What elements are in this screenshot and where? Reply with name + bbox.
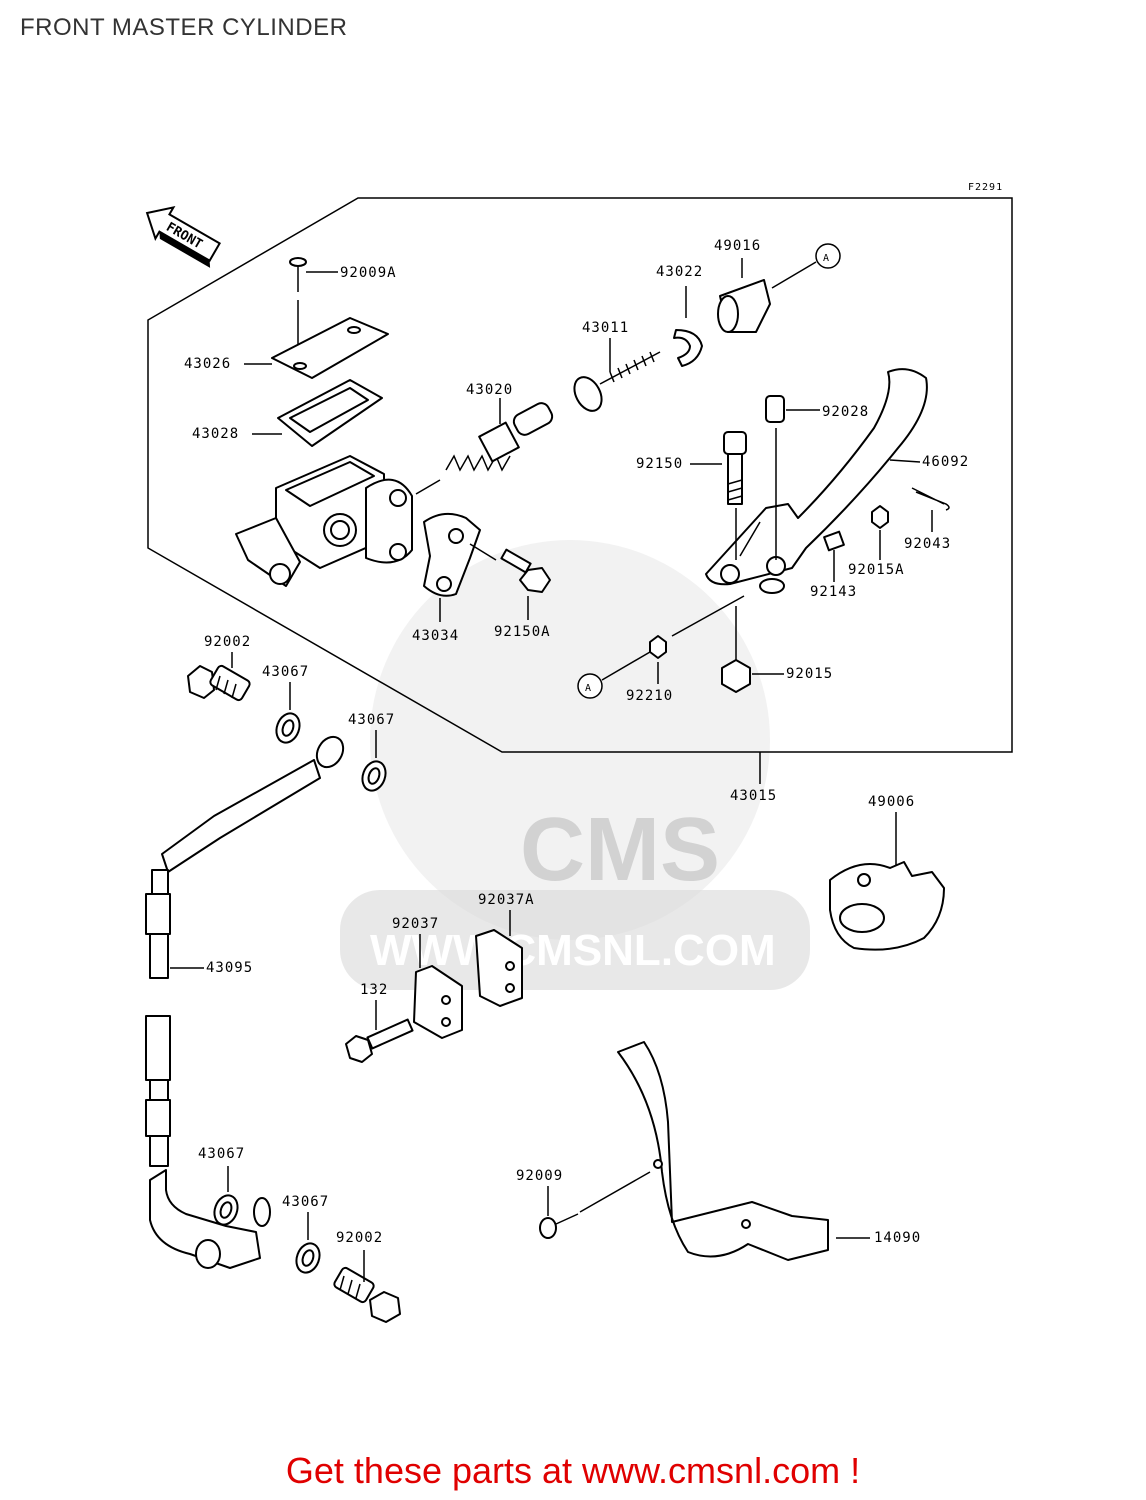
push-rod-43011 <box>573 338 661 412</box>
brake-lever-46092 <box>705 368 928 586</box>
spacer-92143 <box>823 530 845 582</box>
bolt-132 <box>345 1000 414 1063</box>
label-92002-top: 92002 <box>204 634 251 650</box>
label-43095: 43095 <box>206 960 253 976</box>
page-title: FRONT MASTER CYLINDER <box>20 14 348 41</box>
label-92037: 92037 <box>392 916 439 932</box>
watermark-url: WWW.CMSNL.COM <box>370 926 776 975</box>
label-43067-c: 43067 <box>198 1146 245 1162</box>
figure-code: F2291 <box>968 182 1003 193</box>
screw-92009 <box>539 1171 651 1239</box>
washer-43067-b <box>361 730 387 792</box>
cotter-pin-92043 <box>911 487 950 532</box>
circlip-43022 <box>673 329 703 367</box>
label-43011: 43011 <box>582 320 629 336</box>
label-92210: 92210 <box>626 688 673 704</box>
label-43067-b: 43067 <box>348 712 395 728</box>
label-43026: 43026 <box>184 356 231 372</box>
label-43028: 43028 <box>192 426 239 442</box>
reservoir-cap-43026 <box>271 317 389 379</box>
nut-92015 <box>721 606 784 693</box>
washer-43067-d <box>295 1212 321 1274</box>
label-49016: 49016 <box>714 238 761 254</box>
clamp-43034 <box>423 512 481 622</box>
svg-text:A: A <box>585 683 592 694</box>
label-92015A: 92015A <box>848 562 905 578</box>
washer-43067-c <box>213 1166 239 1226</box>
svg-text:A: A <box>823 253 830 264</box>
label-92028: 92028 <box>822 404 869 420</box>
cover-14090 <box>617 1041 870 1261</box>
label-43015: 43015 <box>730 788 777 804</box>
footer-link[interactable]: Get these parts at www.cmsnl.com ! <box>285 1450 861 1491</box>
clamp-92037 <box>413 934 463 1039</box>
label-43022: 43022 <box>656 264 703 280</box>
label-92009A: 92009A <box>340 265 397 281</box>
parts-diagram: CMS WWW.CMSNL.COM F2291 FRONT <box>145 182 1013 1323</box>
label-46092: 46092 <box>922 454 969 470</box>
label-43034: 43034 <box>412 628 459 644</box>
front-arrow-icon: FRONT <box>145 205 222 268</box>
cms-watermark: CMS WWW.CMSNL.COM <box>340 540 810 990</box>
label-92037A: 92037A <box>478 892 535 908</box>
washer-43067-a <box>275 682 301 744</box>
label-92015: 92015 <box>786 666 833 682</box>
lever-washer <box>759 578 785 594</box>
nut-92015A <box>871 505 889 560</box>
boot-49016 <box>717 258 771 333</box>
ref-marker-a-bottom: A <box>577 673 603 699</box>
label-14090: 14090 <box>874 1230 921 1246</box>
piston-assembly-43020 <box>445 398 554 472</box>
pivot-bolt-92150 <box>690 431 747 560</box>
bolt-92150A <box>500 548 551 620</box>
assembly-boundary <box>147 197 1013 753</box>
master-cylinder-body <box>235 455 413 587</box>
label-43067-a: 43067 <box>262 664 309 680</box>
label-132: 132 <box>360 982 388 998</box>
banjo-bolt-92002-bottom <box>333 1250 401 1323</box>
brake-hose-43095 <box>145 735 345 1269</box>
label-92009: 92009 <box>516 1168 563 1184</box>
label-92150: 92150 <box>636 456 683 472</box>
label-92002-bottom: 92002 <box>336 1230 383 1246</box>
clamp-92037A <box>475 910 523 1007</box>
protector-49006 <box>829 812 945 951</box>
label-92043: 92043 <box>904 536 951 552</box>
banjo-bolt-92002-top <box>187 652 251 702</box>
ref-marker-a-top: A <box>815 243 841 269</box>
label-92143: 92143 <box>810 584 857 600</box>
label-49006: 49006 <box>868 794 915 810</box>
nut-92210 <box>601 635 667 684</box>
label-92150A: 92150A <box>494 624 551 640</box>
adjuster-92028 <box>765 395 820 560</box>
label-43067-d: 43067 <box>282 1194 329 1210</box>
label-43020: 43020 <box>466 382 513 398</box>
watermark-logo: CMS <box>520 800 720 900</box>
